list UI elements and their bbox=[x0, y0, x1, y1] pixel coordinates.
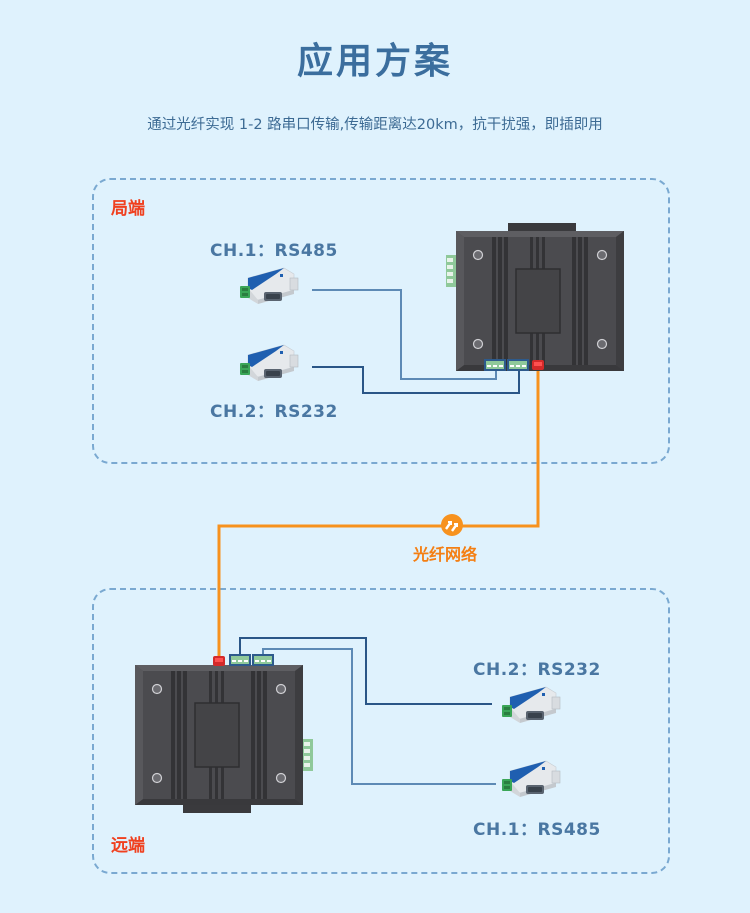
remote-ch2-cable bbox=[239, 637, 492, 705]
local-ch1-cable bbox=[312, 289, 497, 380]
fiber-cable bbox=[217, 368, 540, 660]
remote-site-label: 远端 bbox=[111, 836, 145, 856]
fiber-network-label: 光纤网络 bbox=[413, 545, 478, 564]
remote-ch2-converter bbox=[501, 686, 561, 724]
remote-ch2-label: CH.2：RS232 bbox=[473, 660, 601, 680]
remote-ch1-cable bbox=[262, 648, 496, 785]
remote-fiber-unit bbox=[134, 664, 313, 813]
local-terminal-ch1 bbox=[484, 359, 506, 371]
fiber-link-icon bbox=[441, 514, 463, 536]
remote-site-zone bbox=[92, 588, 670, 874]
local-site-zone bbox=[92, 178, 670, 464]
page-subtitle: 通过光纤实现 1-2 路串口传输,传输距离达20km，抗干扰强，即插即用 bbox=[147, 117, 603, 133]
page-title: 应用方案 bbox=[296, 41, 453, 82]
local-fiber-port bbox=[532, 360, 544, 370]
local-ch1-converter bbox=[239, 267, 299, 305]
local-ch2-label: CH.2：RS232 bbox=[210, 402, 338, 422]
local-ch2-converter bbox=[239, 344, 299, 382]
remote-ch1-converter bbox=[501, 760, 561, 798]
remote-terminal-ch1 bbox=[252, 654, 274, 666]
remote-fiber-port bbox=[213, 656, 225, 666]
remote-ch1-label: CH.1：RS485 bbox=[473, 820, 601, 840]
local-terminal-ch2 bbox=[507, 359, 529, 371]
local-site-label: 局端 bbox=[111, 199, 145, 219]
local-ch2-cable bbox=[312, 366, 520, 394]
local-fiber-unit bbox=[446, 223, 625, 372]
remote-terminal-ch2 bbox=[229, 654, 251, 666]
local-ch1-label: CH.1：RS485 bbox=[210, 241, 338, 261]
